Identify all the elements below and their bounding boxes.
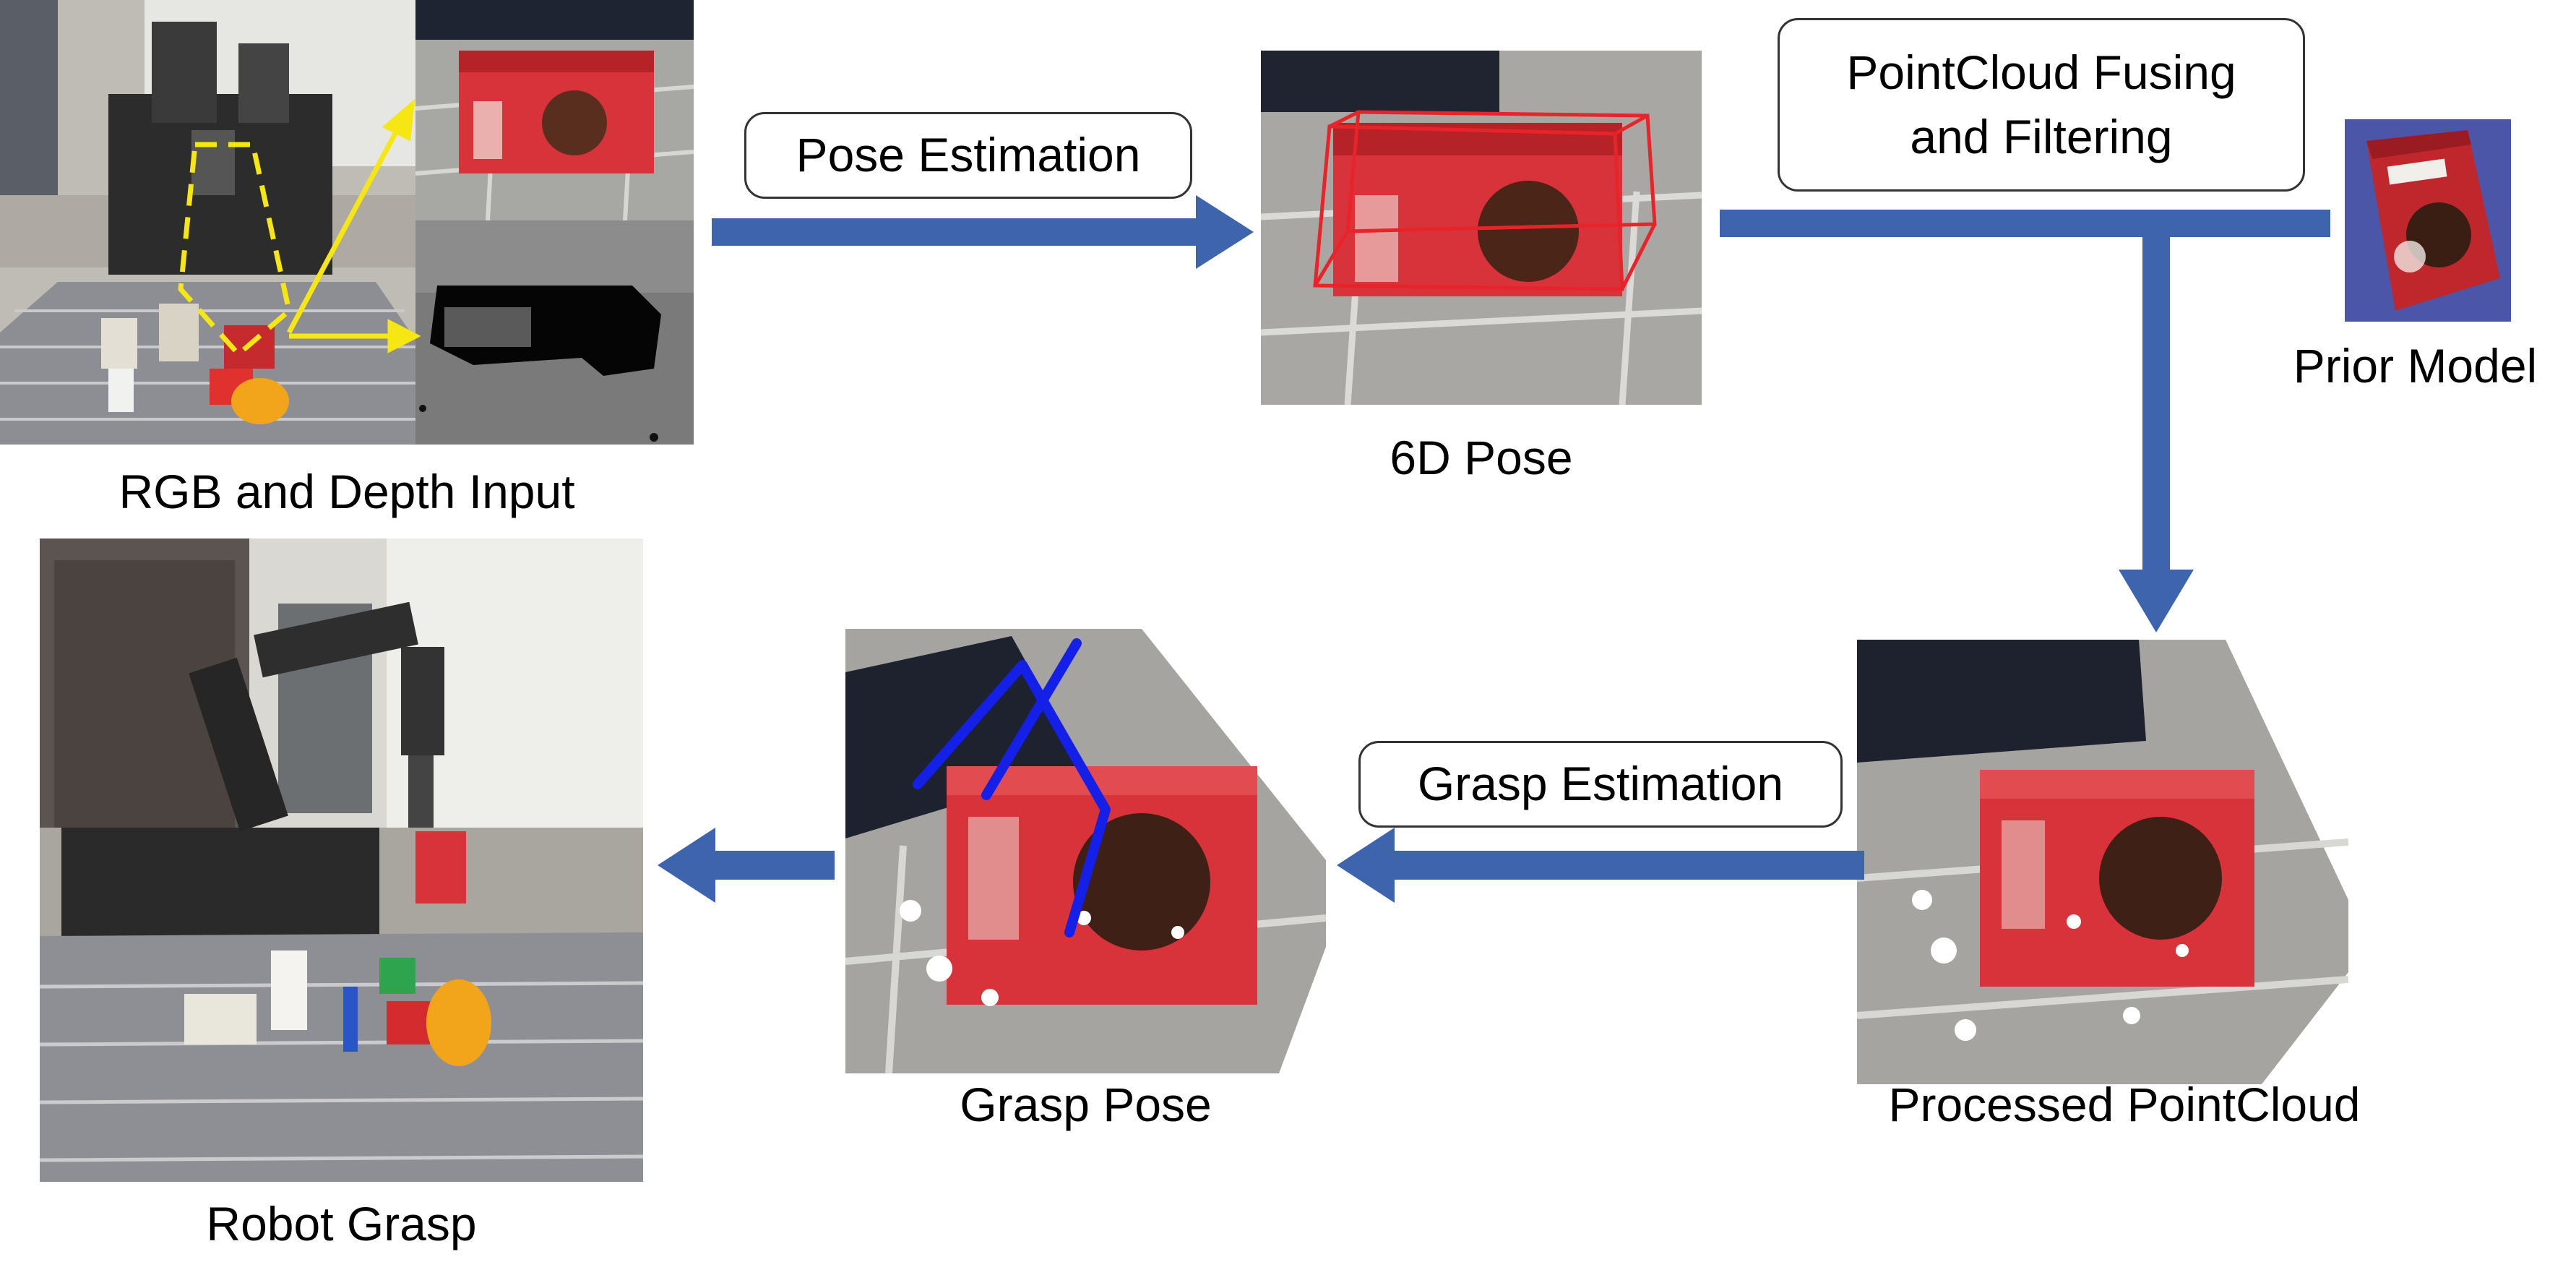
grasp-pose-photo: [845, 629, 1326, 1073]
caption-6d-pose: 6D Pose: [1390, 431, 1573, 484]
arrow-to-6d-pose: [712, 195, 1254, 269]
line-6d-pose-to-prior-model: [1720, 210, 2330, 237]
step-pose-estimation: Pose Estimation: [744, 112, 1192, 199]
caption-prior-model: Prior Model: [2293, 339, 2538, 392]
processed-pointcloud-photo: [1857, 640, 2348, 1084]
step-grasp-estimation: Grasp Estimation: [1358, 741, 1843, 828]
step-pointcloud-fusing-line1: PointCloud Fusing: [1846, 45, 2236, 99]
depth-input-photo: [415, 220, 694, 445]
caption-processed-pointcloud: Processed PointCloud: [1888, 1078, 2361, 1131]
caption-grasp-pose: Grasp Pose: [960, 1078, 1212, 1131]
prior-model-photo: [2345, 119, 2511, 322]
step-grasp-estimation-label: Grasp Estimation: [1417, 757, 1784, 811]
six-d-pose-photo: [1261, 51, 1702, 405]
arrow-to-processed-pointcloud: [2119, 237, 2194, 632]
arrow-to-grasp-pose: [1337, 828, 1864, 903]
caption-robot-grasp: Robot Grasp: [206, 1197, 477, 1250]
rgb-crop-photo: [415, 0, 694, 220]
robot-grasp-photo: [40, 538, 643, 1182]
step-pose-estimation-label: Pose Estimation: [796, 128, 1141, 182]
arrow-to-robot-grasp: [658, 828, 835, 903]
rgb-input-photo: [0, 0, 415, 445]
step-pointcloud-fusing-line2: and Filtering: [1910, 110, 2173, 163]
caption-rgb-depth-input: RGB and Depth Input: [119, 465, 575, 518]
step-pointcloud-fusing: PointCloud Fusing and Filtering: [1778, 18, 2305, 192]
